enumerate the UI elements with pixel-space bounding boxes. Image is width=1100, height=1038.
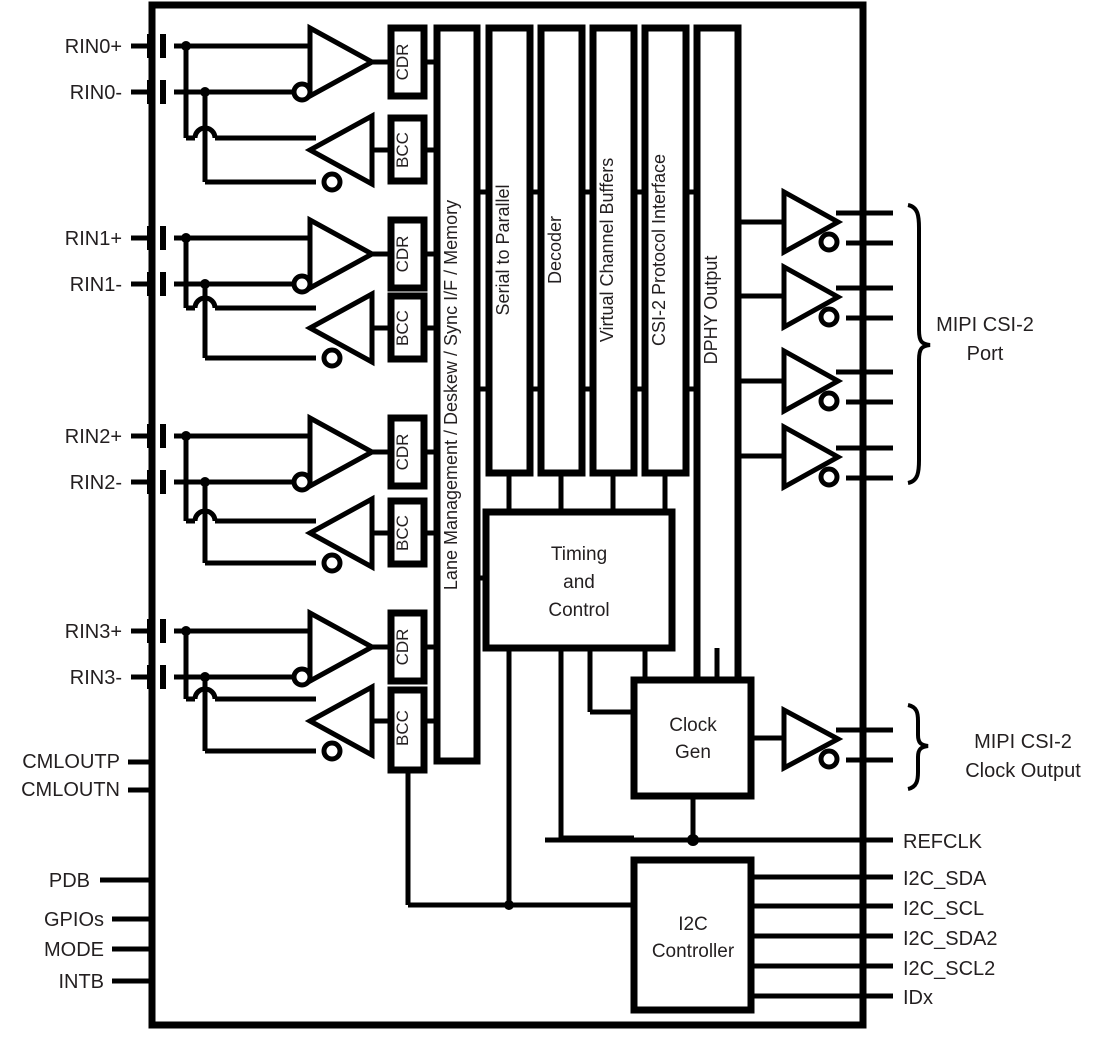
csi2-port-label-line1: MIPI CSI-2 (936, 314, 1034, 336)
block-decoder-label: Decoder (545, 216, 565, 284)
block-decoder (537, 24, 586, 477)
lane-3-group: CDR BCC (181, 608, 437, 774)
input-label-cmloutn: CMLOUTN (21, 779, 120, 801)
input-label-cmloutp: CMLOUTP (22, 751, 120, 773)
block-virtual-channel-buffers (589, 24, 638, 477)
refclk-wire (545, 796, 893, 843)
bcc-label-lane0: BCC (393, 132, 412, 168)
input-label-rin1p: RIN1+ (65, 228, 122, 250)
input-label-rin1n: RIN1- (70, 274, 122, 296)
block-clock-gen (630, 676, 755, 800)
i2c-output-wires (751, 874, 893, 999)
input-label-rin0p: RIN0+ (65, 36, 122, 58)
clock-output-wires (751, 727, 893, 763)
csi2-port-label-line2: Port (967, 343, 1004, 365)
block-dphy-output-label: DPHY Output (701, 256, 721, 365)
chip-boundary (148, 1, 867, 1029)
block-serial-to-parallel-label: Serial to Parallel (493, 184, 513, 315)
column-interconnects (477, 189, 697, 392)
input-label-rin0n: RIN0- (70, 82, 122, 104)
i2c-controller-line1: I2C (678, 914, 708, 935)
output-label-refclk: REFCLK (903, 831, 983, 853)
bcc-label-lane3: BCC (393, 710, 412, 746)
block-virtual-channel-buffers-label: Virtual Channel Buffers (597, 158, 617, 342)
cdr-label-lane0: CDR (393, 44, 412, 81)
brace-csi2-clock (907, 703, 929, 791)
dphy-output-buffers (738, 187, 893, 492)
output-labels-group: MIPI CSI-2 Port MIPI CSI-2 Clock Output … (903, 314, 1081, 1009)
output-label-i2c-scl2: I2C_SCL2 (903, 958, 995, 980)
lane-2-group: CDR BCC (181, 413, 437, 574)
i2c-controller-line2: Controller (652, 941, 735, 962)
output-label-idx: IDx (903, 987, 933, 1009)
output-label-i2c-sda2: I2C_SDA2 (903, 928, 998, 950)
block-dphy-output (693, 24, 742, 777)
input-label-intb: INTB (58, 971, 104, 993)
clock-gen-line2: Gen (675, 742, 711, 763)
timing-control-line1: Timing (551, 544, 607, 565)
input-wires-group (131, 34, 215, 689)
lane-0-group: CDR BCC (181, 23, 437, 193)
input-label-rin3n: RIN3- (70, 667, 122, 689)
cdr-label-lane2: CDR (393, 434, 412, 471)
block-i2c-controller (630, 856, 755, 1014)
clock-gen-line1: Clock (669, 715, 717, 736)
lane-1-group: CDR BCC (181, 215, 437, 369)
timing-control-line3: Control (548, 600, 609, 621)
bcc-label-lane1: BCC (393, 310, 412, 346)
clock-output-buffer (781, 705, 844, 773)
input-label-pdb: PDB (49, 870, 90, 892)
block-lane-management-label: Lane Management / Deskew / Sync I/F / Me… (441, 200, 461, 590)
cdr-label-lane3: CDR (393, 629, 412, 666)
input-label-rin2p: RIN2+ (65, 426, 122, 448)
bcc-label-lane2: BCC (393, 515, 412, 551)
output-label-i2c-scl: I2C_SCL (903, 898, 984, 920)
output-label-i2c-sda: I2C_SDA (903, 868, 987, 890)
input-label-mode: MODE (44, 939, 104, 961)
block-lane-management (433, 24, 481, 765)
input-label-gpios: GPIOs (44, 909, 104, 931)
block-timing-and-control (482, 508, 676, 652)
timing-control-line2: and (563, 572, 595, 593)
csi2-clock-label-line2: Clock Output (965, 760, 1081, 782)
input-label-rin3p: RIN3+ (65, 621, 122, 643)
bcc3-to-i2c-wire (405, 770, 634, 908)
control-pin-wires (100, 759, 152, 984)
input-label-rin2n: RIN2- (70, 472, 122, 494)
csi2-clock-label-line1: MIPI CSI-2 (974, 731, 1072, 753)
input-labels-group: RIN0+ RIN0- RIN1+ RIN1- RIN2+ RIN2- RIN3… (21, 36, 122, 993)
brace-csi2-port (907, 203, 931, 485)
block-csi2-protocol-interface-label: CSI-2 Protocol Interface (649, 154, 669, 346)
cdr-label-lane1: CDR (393, 236, 412, 273)
